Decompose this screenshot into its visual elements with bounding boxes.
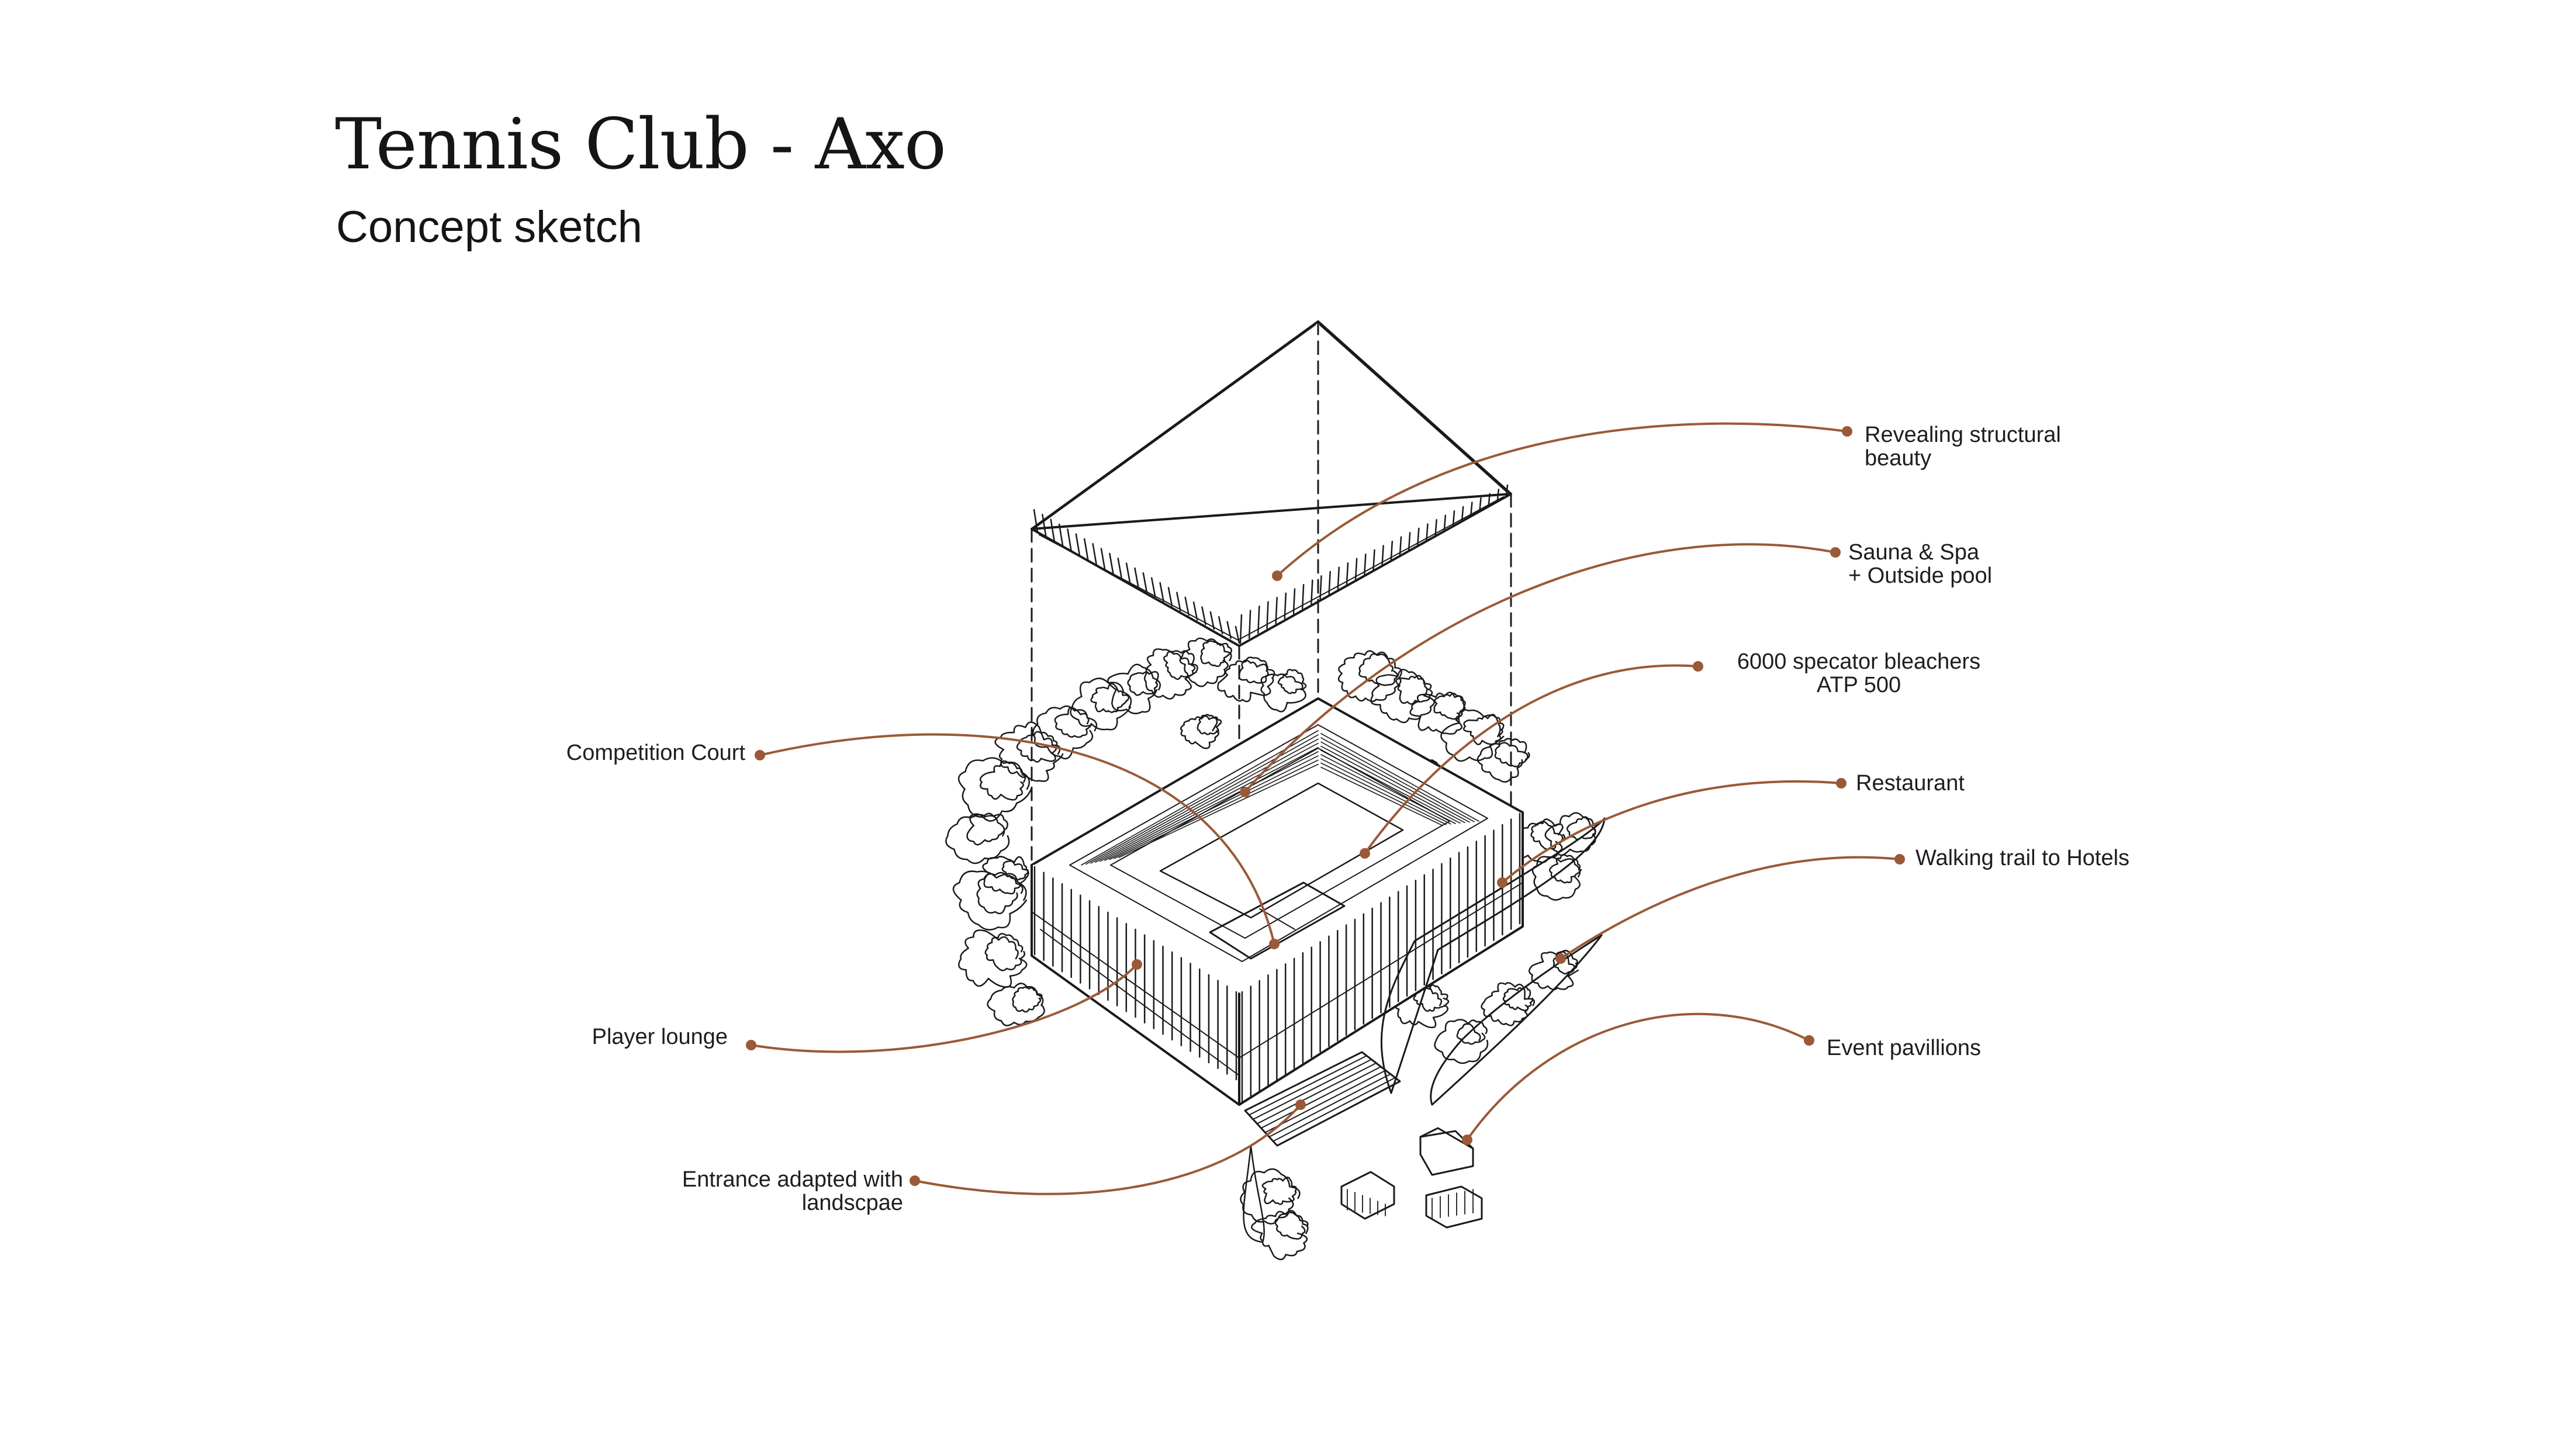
callout-competition-line1: Competition Court xyxy=(526,741,745,765)
leader-anchor-structural xyxy=(1272,570,1282,581)
tree-scribble xyxy=(1128,672,1159,695)
tree-scribble xyxy=(1198,715,1221,735)
leader-anchor-entrance xyxy=(910,1175,920,1186)
callout-restaurant: Restaurant xyxy=(1856,772,1965,795)
callout-structural-line2: beauty xyxy=(1865,447,2061,470)
leader-anchor-competition xyxy=(755,750,765,760)
callout-sauna-line1: Sauna & Spa xyxy=(1848,541,1992,564)
leader-end-restaurant xyxy=(1836,778,1847,789)
leader-anchor-lounge xyxy=(746,1040,756,1050)
callout-bleachers: 6000 specator bleachers ATP 500 xyxy=(1727,650,1990,697)
leader-line-entrance xyxy=(915,1105,1301,1194)
leader-end-competition xyxy=(1269,939,1280,949)
callout-player-lounge: Player lounge xyxy=(526,1025,728,1049)
roof-fin xyxy=(1118,558,1122,578)
leader-end-walking xyxy=(1894,854,1905,864)
roof-fin xyxy=(1051,520,1054,541)
tree-scribble xyxy=(988,983,1045,1025)
callout-walking-trail: Walking trail to Hotels xyxy=(1915,846,2129,870)
leader-end-structural xyxy=(1842,426,1852,437)
roof-fin xyxy=(1068,529,1071,550)
callout-entrance-line2: landscpae xyxy=(643,1191,903,1215)
callout-sauna-spa: Sauna & Spa + Outside pool xyxy=(1848,541,1992,587)
leader-anchor-bleachers xyxy=(1360,848,1370,859)
stair-step xyxy=(1269,1074,1391,1137)
tree-scribble xyxy=(995,722,1063,781)
callout-bleachers-line2: ATP 500 xyxy=(1727,673,1990,697)
callout-structural-line1: Revealing structural xyxy=(1865,423,2061,447)
tree-scribble xyxy=(1371,669,1434,722)
roof-fin xyxy=(1076,534,1080,555)
roof-fin xyxy=(1084,539,1088,560)
tree-scribble xyxy=(1261,674,1306,711)
callout-competition-court: Competition Court xyxy=(526,741,745,765)
leader-line-restaurant xyxy=(1502,781,1841,883)
roof-fin xyxy=(1109,554,1113,573)
leader-anchor-walking xyxy=(1555,953,1566,964)
tree-scribble xyxy=(967,814,1008,845)
tree-scribble xyxy=(946,814,1009,863)
tree-scribble xyxy=(1533,857,1580,900)
callout-restaurant-line1: Restaurant xyxy=(1856,772,1965,795)
callout-bleachers-line1: 6000 specator bleachers xyxy=(1727,650,1990,673)
callout-entrance-line1: Entrance adapted with xyxy=(643,1168,903,1191)
leader-line-structural xyxy=(1277,424,1847,576)
tree-scribble xyxy=(1091,684,1129,713)
roof-fin xyxy=(1152,578,1155,597)
roof-fin xyxy=(1135,568,1139,587)
tree-scribble xyxy=(1434,693,1465,719)
leader-anchor-sauna xyxy=(1240,787,1250,797)
tree-scribble xyxy=(1503,987,1533,1011)
tree-scribble xyxy=(1070,679,1131,730)
leader-anchor-event xyxy=(1462,1135,1472,1145)
roof-fin xyxy=(1143,573,1147,592)
leader-end-event xyxy=(1804,1035,1814,1046)
roof-fin xyxy=(1126,563,1130,583)
callout-lounge-line1: Player lounge xyxy=(526,1025,728,1049)
roof-fin xyxy=(1101,549,1105,569)
roof-sketch xyxy=(1032,321,1511,646)
callout-sauna-line2: + Outside pool xyxy=(1848,564,1992,587)
callout-structural-beauty: Revealing structural beauty xyxy=(1865,423,2061,470)
callout-entrance: Entrance adapted with landscpae xyxy=(643,1168,903,1215)
callout-event-pavilions: Event pavillions xyxy=(1827,1036,1981,1060)
callout-event-line1: Event pavillions xyxy=(1827,1036,1981,1060)
leader-line-event xyxy=(1467,1014,1809,1140)
leader-end-bleachers xyxy=(1693,661,1703,672)
leader-line-walking xyxy=(1561,857,1900,959)
tree-scribble xyxy=(1013,987,1042,1012)
roof-fin xyxy=(1236,627,1239,643)
callout-walking-line1: Walking trail to Hotels xyxy=(1915,846,2129,870)
tree-scribble xyxy=(1495,739,1529,767)
leader-end-sauna xyxy=(1830,547,1841,558)
event-pavilions-sketch xyxy=(1341,1128,1482,1227)
leader-end-entrance xyxy=(1295,1099,1306,1110)
roof-fin xyxy=(1093,544,1097,564)
leader-anchor-restaurant xyxy=(1497,877,1507,888)
leader-end-lounge xyxy=(1132,959,1142,970)
